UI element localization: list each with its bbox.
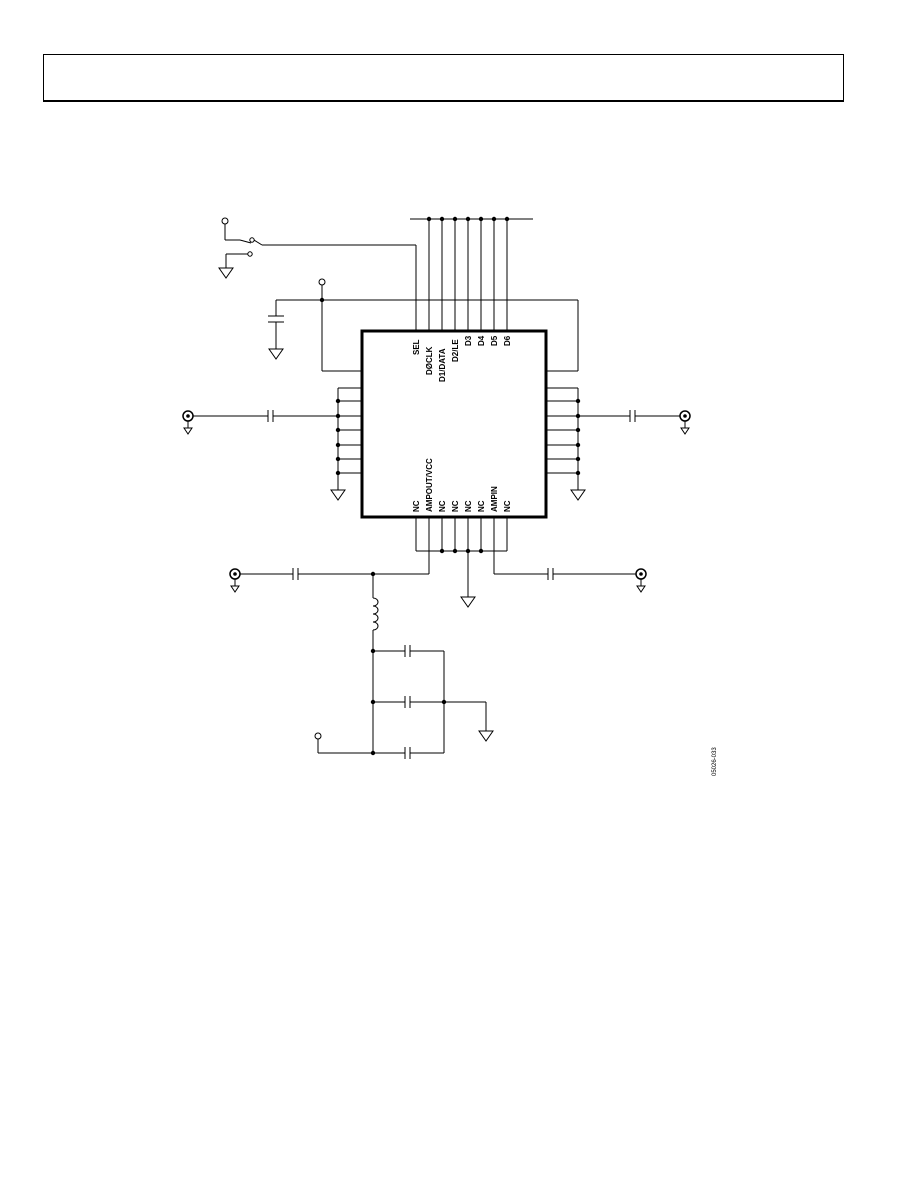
ic-body <box>360 329 548 519</box>
ground-icon <box>636 585 646 593</box>
supply-terminal-icon <box>318 278 326 286</box>
supply-terminal-icon <box>314 732 322 740</box>
pin-label-d6: D6 <box>503 335 512 346</box>
ground-icon <box>460 596 476 608</box>
pin-label-d1data: D1/DATA <box>438 348 447 382</box>
pin-label-d0clk: DØCLK <box>425 346 434 375</box>
bottom-pins <box>415 517 508 608</box>
bottom-pin-labels: NC AMPOUT/VCC NC NC NC NC AMPIN NC <box>412 458 512 512</box>
pin-label-d3: D3 <box>464 335 473 346</box>
ground-icon <box>680 427 690 435</box>
ground-icon <box>330 489 346 501</box>
pin-label-sel: SEL <box>412 339 421 355</box>
ampout-network <box>229 568 494 759</box>
supply-terminal-icon <box>221 217 229 225</box>
ground-icon <box>230 585 240 593</box>
pin-label-d2le: D2/LE <box>451 339 460 362</box>
ground-icon <box>218 267 234 279</box>
pin-label-nc: NC <box>451 500 460 512</box>
pin-label-d4: D4 <box>477 335 486 346</box>
inductor-icon <box>372 597 379 631</box>
pin-label-nc: NC <box>503 500 512 512</box>
sel-switch <box>218 217 417 331</box>
supply-rail <box>268 278 579 372</box>
left-pins <box>182 387 362 501</box>
ampin-network <box>494 568 647 593</box>
pin-label-ampout-vcc: AMPOUT/VCC <box>425 458 434 512</box>
pin-label-ampin: AMPIN <box>490 486 499 512</box>
pin-label-nc: NC <box>438 500 447 512</box>
top-pin-labels: SEL DØCLK D1/DATA D2/LE D3 D4 D5 D6 <box>412 335 512 382</box>
ground-icon <box>570 489 586 501</box>
pin-label-nc: NC <box>477 500 486 512</box>
digital-bus <box>410 216 533 331</box>
pin-label-nc: NC <box>464 500 473 512</box>
right-pins <box>546 387 691 501</box>
ground-icon <box>478 730 494 742</box>
ground-icon <box>268 348 284 360</box>
pin-label-d5: D5 <box>490 335 499 346</box>
header-box <box>43 54 844 102</box>
ground-icon <box>183 427 193 435</box>
pin-label-nc: NC <box>412 500 421 512</box>
figure-id: 05026-033 <box>712 747 718 776</box>
